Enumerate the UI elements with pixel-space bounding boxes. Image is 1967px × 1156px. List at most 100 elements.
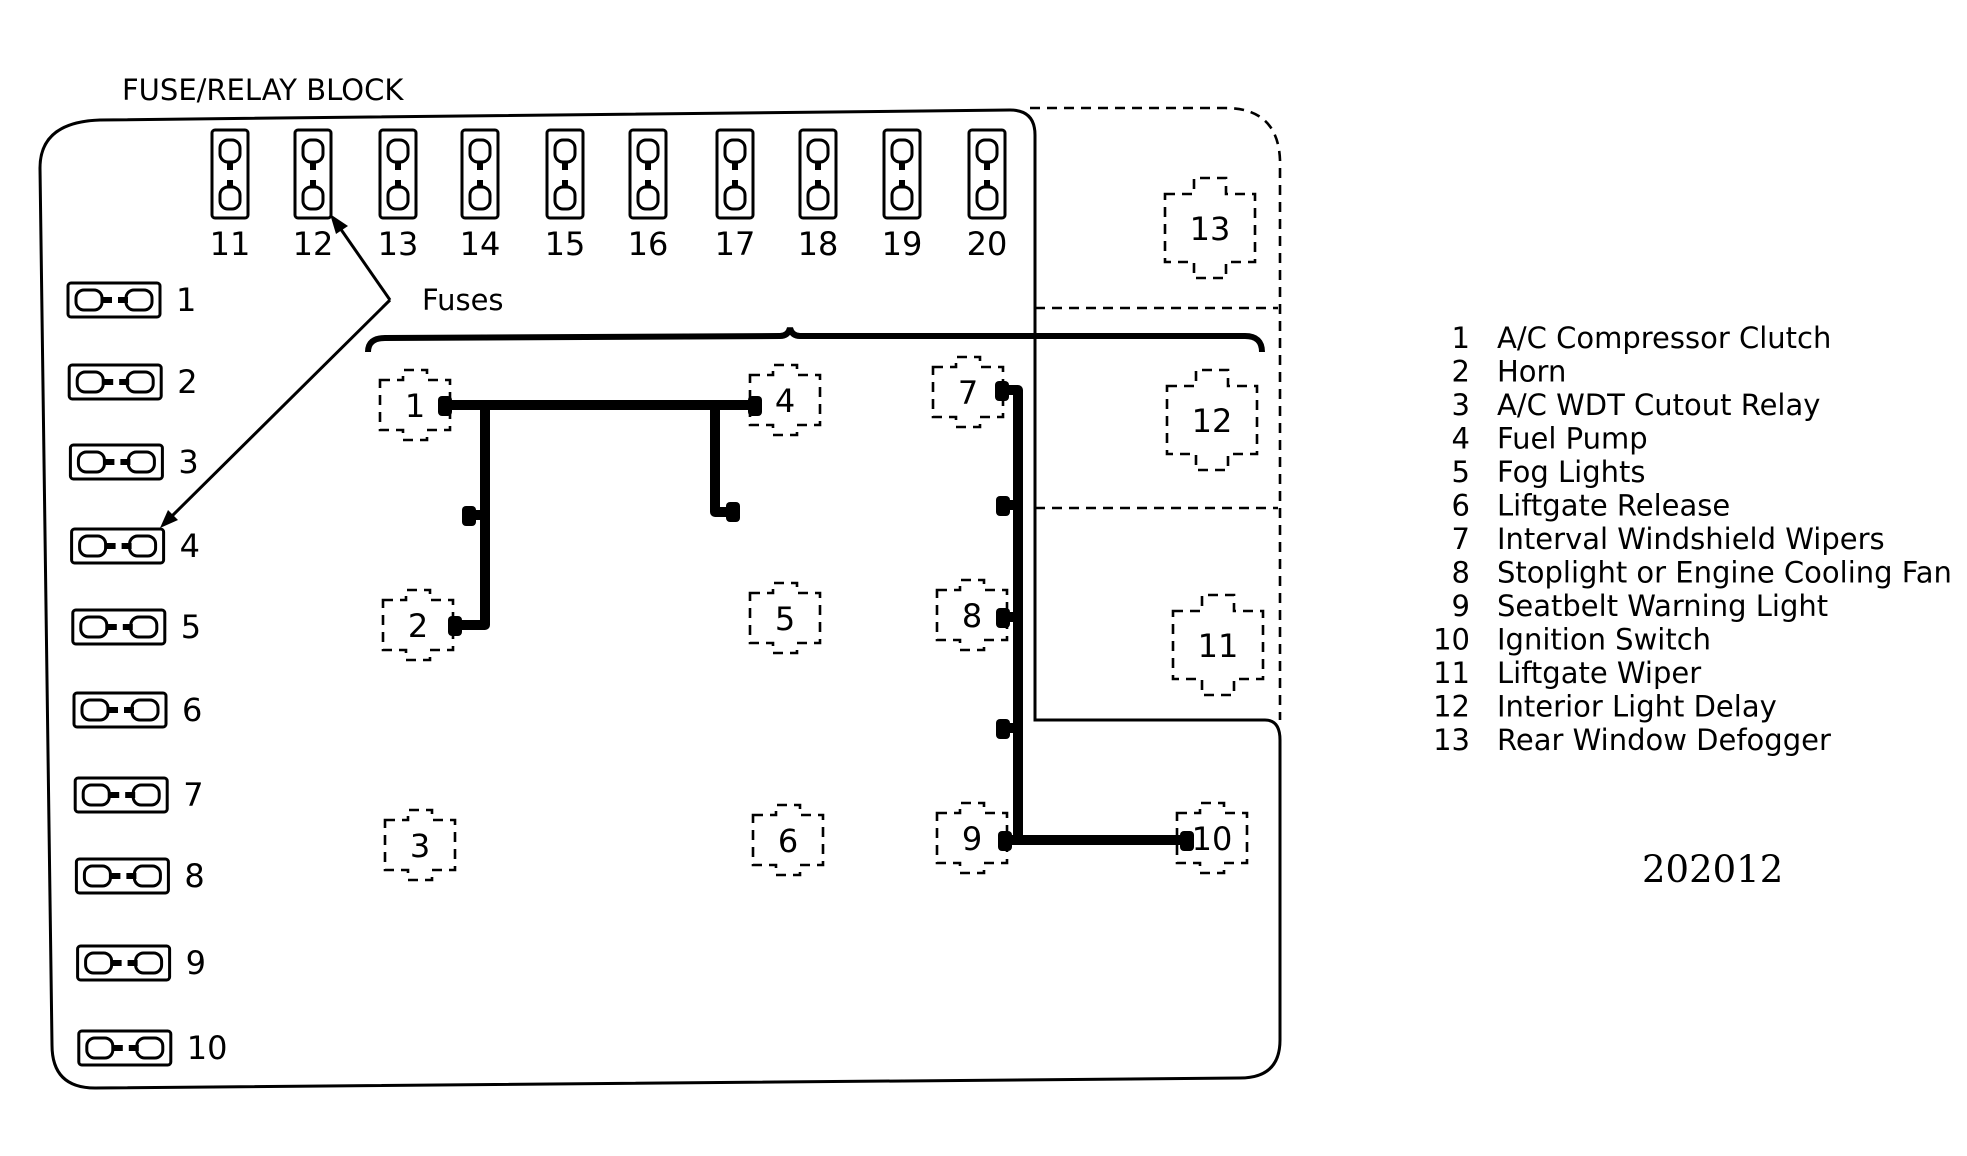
legend-number: 12 [1433, 690, 1470, 724]
legend-item: 12 Interior Light Delay [1433, 690, 1777, 724]
legend-label: Liftgate Wiper [1497, 656, 1701, 690]
legend-item: 3 A/C WDT Cutout Relay [1452, 388, 1821, 422]
fuse-9: 9 [76, 944, 206, 982]
fuse-3: 3 [68, 443, 199, 481]
fuse-label: 6 [182, 691, 202, 729]
legend-number: 2 [1452, 355, 1470, 389]
relay-3: 3 [383, 808, 457, 882]
fuse-14: 14 [460, 128, 501, 263]
relay-8: 8 [935, 578, 1009, 652]
relay-bay-outline [1030, 106, 1282, 720]
top-fuse-row: 11 12 13 14 15 16 17 18 19 20 [210, 128, 1008, 263]
relay-5: 5 [748, 581, 822, 655]
fuse-label: 8 [184, 857, 204, 895]
legend-number: 8 [1452, 556, 1470, 590]
fuse-label: 15 [545, 225, 586, 263]
fuse-1: 1 [66, 281, 196, 319]
figure-code: 202012 [1642, 848, 1783, 891]
relay-label: 10 [1192, 820, 1233, 858]
legend-item: 5 Fog Lights [1452, 455, 1646, 489]
relay-10: 10 [1175, 801, 1249, 875]
fuse-15: 15 [545, 128, 586, 263]
fuse-label: 1 [176, 281, 196, 319]
fuse-label: 13 [378, 225, 419, 263]
legend-number: 10 [1433, 623, 1470, 657]
relay-label: 1 [405, 387, 425, 425]
fuse-label: 2 [177, 363, 197, 401]
fuse-label: 17 [715, 225, 756, 263]
legend-number: 3 [1452, 388, 1470, 422]
fuse-13: 13 [378, 128, 419, 263]
fuse-label: 12 [293, 225, 334, 263]
relay-2: 2 [381, 588, 455, 662]
fuse-label: 7 [183, 776, 203, 814]
pointer-line [338, 227, 392, 301]
legend-number: 13 [1433, 723, 1470, 757]
relay-label: 2 [408, 607, 428, 645]
fuse-17: 17 [715, 128, 756, 263]
fuse-8: 8 [74, 857, 205, 895]
legend-number: 5 [1452, 455, 1470, 489]
legend-label: A/C Compressor Clutch [1497, 321, 1831, 355]
relay-12: 12 [1165, 368, 1259, 472]
relay-label: 6 [778, 822, 798, 860]
legend-label: Stoplight or Engine Cooling Fan [1497, 556, 1952, 590]
legend-number: 9 [1452, 589, 1470, 623]
fuse-7: 7 [73, 776, 204, 814]
relay-9: 9 [935, 801, 1009, 875]
fuse-19: 19 [882, 128, 922, 263]
legend-item: 7 Interval Windshield Wipers [1452, 522, 1885, 556]
fuse-2: 2 [67, 363, 198, 401]
legend-label: Rear Window Defogger [1497, 723, 1831, 757]
legend-number: 7 [1452, 522, 1470, 556]
fuse-label: 3 [178, 443, 198, 481]
pointer-line [170, 298, 392, 518]
fuses-label: Fuses [422, 283, 504, 317]
relay-label: 3 [410, 827, 430, 865]
relay-4: 4 [748, 363, 822, 437]
relay-label: 9 [962, 820, 982, 858]
fuse-block-outline [38, 108, 1282, 1090]
legend-label: Interval Windshield Wipers [1497, 522, 1885, 556]
fuse-label: 5 [181, 608, 201, 646]
relay-13: 13 [1163, 176, 1257, 280]
fuse-6: 6 [72, 691, 202, 729]
relay-1: 1 [378, 368, 452, 442]
relay-label: 4 [775, 382, 795, 420]
relay-label: 7 [958, 374, 978, 412]
left-fuse-column: 1 2 3 4 5 6 7 8 9 10 [66, 281, 228, 1067]
legend-item: 8 Stoplight or Engine Cooling Fan [1452, 556, 1952, 590]
fuse-12: 12 [293, 128, 334, 263]
legend-label: A/C WDT Cutout Relay [1497, 388, 1820, 422]
fuse-label: 14 [460, 225, 501, 263]
fuse-5: 5 [71, 608, 201, 646]
legend-label: Fuel Pump [1497, 422, 1648, 456]
fuse-10: 10 [77, 1029, 228, 1067]
fuse-label: 16 [628, 225, 669, 263]
fuse-label: 20 [967, 225, 1008, 263]
relay-label: 11 [1198, 627, 1239, 665]
legend-label: Interior Light Delay [1497, 690, 1777, 724]
fuse-4: 4 [70, 527, 200, 565]
legend-label: Seatbelt Warning Light [1497, 589, 1828, 623]
relay-label: 8 [962, 597, 982, 635]
pointer-arrowhead [330, 214, 348, 234]
relay-label: 13 [1190, 210, 1231, 248]
legend-number: 6 [1452, 489, 1470, 523]
relay-6: 6 [751, 803, 825, 877]
legend-item: 9 Seatbelt Warning Light [1452, 589, 1829, 623]
legend-label: Fog Lights [1497, 455, 1646, 489]
fuse-label: 18 [798, 225, 839, 263]
pointer-arrowhead [160, 510, 178, 528]
fuse-11: 11 [210, 128, 250, 263]
relay-7: 7 [931, 355, 1005, 429]
